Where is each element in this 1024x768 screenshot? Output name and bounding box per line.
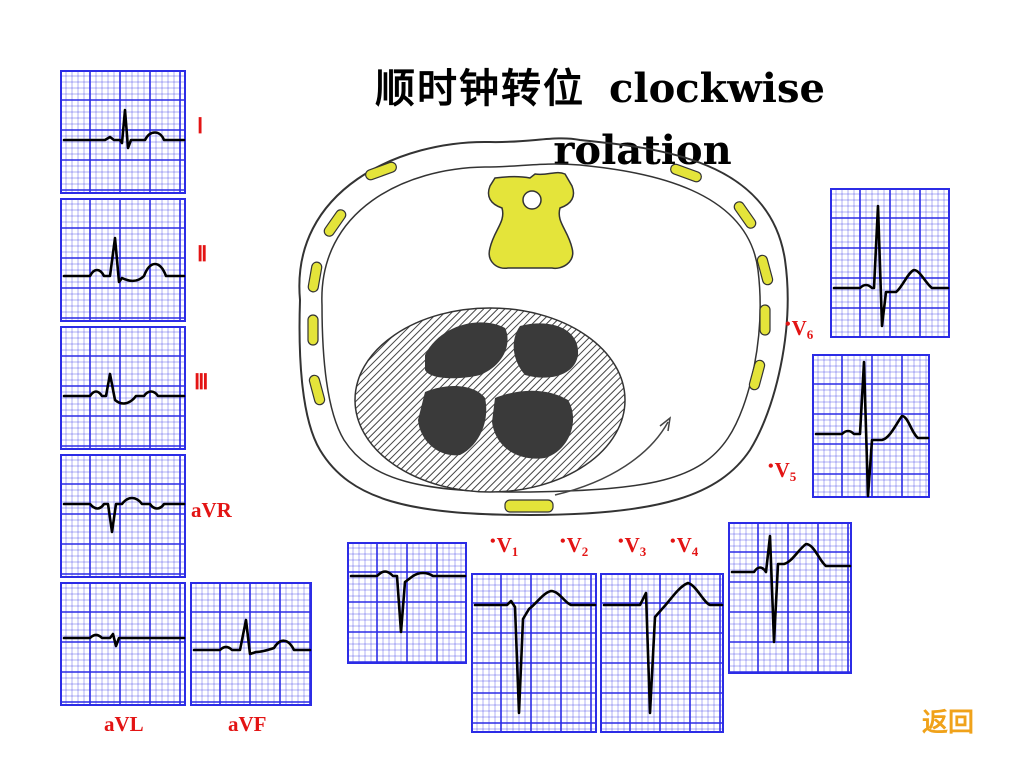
ecg-grid	[600, 573, 724, 733]
ecg-lead-v1	[347, 542, 467, 664]
rotation-arrowhead	[659, 416, 672, 432]
ecg-lead-i	[60, 70, 186, 194]
electrode-dot-v6: •	[785, 316, 791, 333]
right-ventricle-chamber	[425, 322, 508, 379]
ecg-trace	[62, 108, 186, 150]
ecg-lead-v5	[812, 354, 930, 498]
ecg-grid	[60, 582, 186, 706]
lead-label-v1: •V1	[490, 533, 519, 559]
ecg-lead-avf	[190, 582, 312, 706]
right-atrium-chamber	[418, 386, 487, 456]
ecg-trace	[192, 618, 312, 656]
ecg-lead-v3	[600, 573, 724, 733]
lead-label-avr: aVR	[191, 498, 232, 522]
rib-right-5	[748, 359, 766, 391]
ecg-trace	[349, 570, 467, 634]
spinal-canal	[522, 190, 542, 210]
thorax-outer-outline	[298, 137, 789, 517]
ecg-grid	[60, 454, 186, 578]
ecg-lead-v6	[830, 188, 950, 338]
ecg-lead-v2	[471, 573, 597, 733]
ecg-grid	[812, 354, 930, 498]
ecg-grid	[830, 188, 950, 338]
slide-title: 顺时钟转位 clockwise rolation	[300, 58, 900, 182]
electrode-dot-v3: •	[618, 533, 624, 550]
ecg-trace	[62, 632, 186, 648]
rib-right-3	[756, 254, 774, 286]
rotation-arrow	[554, 421, 669, 496]
title-chinese: 顺时钟转位	[375, 65, 586, 112]
ecg-grid	[60, 70, 186, 194]
spine-vertebra	[487, 171, 575, 270]
ecg-trace	[62, 496, 186, 534]
rib-left-3	[307, 261, 323, 293]
electrode-dot-v1: •	[490, 533, 496, 550]
ecg-grid	[190, 582, 312, 706]
back-link[interactable]: 返回	[922, 708, 975, 738]
rib-right-1	[670, 163, 702, 183]
rib-left-2	[323, 209, 347, 237]
left-atrium-chamber	[492, 390, 574, 459]
lead-label-v4: •V4	[670, 533, 699, 559]
ecg-lead-v4	[728, 522, 852, 674]
rib-left-5	[308, 374, 326, 406]
title-english-line1: clockwise	[609, 65, 825, 112]
thorax-inner-outline	[321, 163, 761, 493]
ecg-trace	[473, 589, 597, 715]
rib-right-4	[759, 304, 771, 336]
lead-label-i: Ⅰ	[197, 114, 204, 138]
ecg-grid	[728, 522, 852, 674]
lead-label-avl: aVL	[104, 712, 144, 736]
ecg-trace	[814, 360, 930, 498]
rib-left-4	[307, 314, 319, 346]
chest-cross-section-diagram	[280, 130, 800, 534]
ecg-lead-iii	[60, 326, 186, 450]
lead-label-avf: aVF	[228, 712, 267, 736]
ecg-lead-ii	[60, 198, 186, 322]
lead-label-ii: Ⅱ	[197, 242, 208, 266]
ecg-trace	[62, 236, 186, 284]
ecg-grid	[60, 198, 186, 322]
electrode-dot-v2: •	[560, 533, 566, 550]
electrode-dot-v5: •	[768, 458, 774, 475]
rib-right-2	[733, 201, 757, 229]
ecg-lead-avr	[60, 454, 186, 578]
ecg-lead-avl	[60, 582, 186, 706]
ecg-grid	[347, 542, 467, 664]
lead-label-iii: Ⅲ	[194, 370, 209, 394]
ecg-trace	[602, 581, 724, 715]
ecg-trace	[62, 372, 186, 405]
ecg-trace	[832, 204, 950, 328]
lead-label-v3: •V3	[618, 533, 647, 559]
lead-label-v6: •V6	[785, 316, 814, 342]
rib-left-1	[365, 161, 397, 181]
title-english-line2: rolation	[553, 127, 732, 174]
electrode-dot-v4: •	[670, 533, 676, 550]
sternum	[504, 499, 554, 513]
left-ventricle-chamber	[513, 323, 579, 378]
lead-label-v2: •V2	[560, 533, 589, 559]
lead-label-v5: •V5	[768, 458, 797, 484]
ecg-trace	[730, 534, 852, 644]
